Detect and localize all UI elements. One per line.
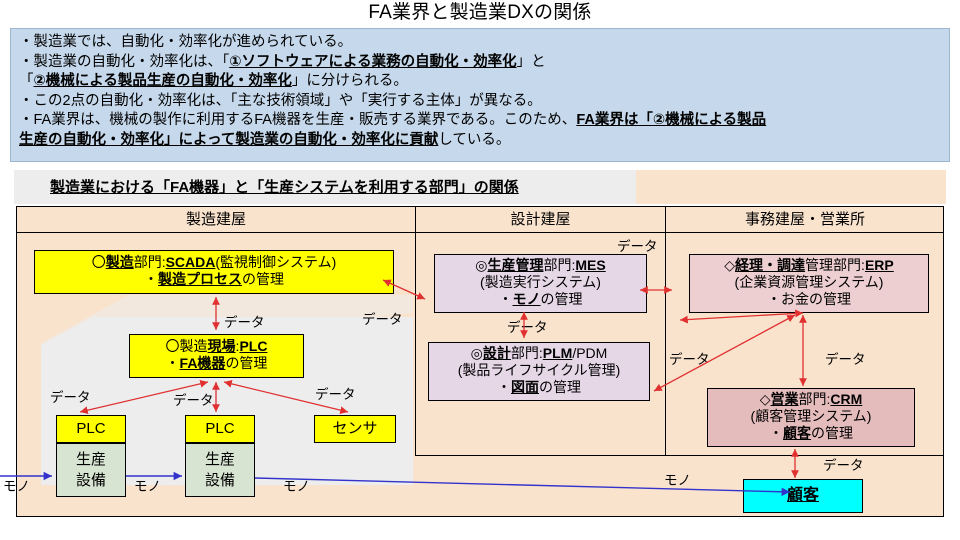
edge-label-data: データ [315, 387, 356, 402]
box-equipment-1-line2: 設備 [75, 472, 106, 489]
box-equipment-1[interactable]: 生産 設備 [56, 443, 126, 497]
box-scada[interactable]: 〇製造部門:SCADA(監視制御システム) ・製造プロセスの管理 [34, 250, 394, 294]
intro-line: 「②機械による製品生産の自動化・効率化」に分けられる。 [19, 73, 408, 89]
box-plm[interactable]: ◎設計部門:PLM/PDM (製品ライフサイクル管理) ・図面の管理 [428, 342, 650, 401]
edge-label-mono: モノ [134, 479, 161, 494]
intro-panel: ・製造業では、自動化・効率化が進められている。 ・製造業の自動化・効率化は、「①… [10, 28, 950, 162]
box-plc-site-line: 〇製造現場:PLC [165, 338, 268, 354]
box-crm-line: (顧客管理システム) [750, 408, 872, 424]
box-mes-line: (製造実行システム) [480, 274, 601, 290]
box-plm-line: (製品ライフサイクル管理) [457, 362, 621, 378]
box-scada-line: 〇製造部門:SCADA(監視制御システム) [91, 254, 337, 270]
edge-label-mono: モノ [664, 473, 691, 488]
intro-line: 生産の自動化・効率化」によって製造業の自動化・効率化に貢献している。 [19, 131, 511, 148]
edge-label-data: データ [50, 390, 91, 405]
box-plm-line: ・図面の管理 [497, 379, 581, 395]
box-equipment-2-line1: 生産 [204, 451, 235, 468]
column-header-office: 事務建屋・営業所 [744, 211, 865, 228]
edge-label-mono: モノ [3, 479, 30, 494]
box-erp-line: (企業資源管理システム) [734, 274, 884, 290]
box-plc-site-line: ・FA機器の管理 [165, 355, 268, 371]
box-mes[interactable]: ◎生産管理部門:MES (製造実行システム) ・モノの管理 [434, 254, 647, 313]
box-plc-site[interactable]: 〇製造現場:PLC ・FA機器の管理 [129, 334, 304, 378]
intro-line: ・FA業界は、機械の製作に利用するFA機器を生産・販売する業界である。このため、… [19, 112, 767, 128]
diagram-frame: 製造建屋 設計建屋 事務建屋・営業所 〇製造部門:SCADA(監視制御システム)… [3, 206, 944, 517]
box-crm-line: ◇営業部門:CRM [759, 391, 863, 407]
box-scada-line: ・製造プロセスの管理 [144, 271, 284, 287]
box-plm-line: ◎設計部門:PLM/PDM [470, 345, 608, 361]
row-divider-bottom [415, 455, 944, 456]
edge-label-data: データ [823, 458, 864, 473]
box-equipment-2-line2: 設備 [204, 472, 235, 489]
edge-label-data: データ [362, 312, 403, 327]
edge-label-data: データ [224, 315, 265, 330]
intro-line: ・製造業の自動化・効率化は、「①ソフトウェアによる業務の自動化・効率化」と [19, 53, 546, 70]
subtitle-highlight [14, 170, 636, 204]
edge-label-mono: モノ [283, 479, 310, 494]
box-crm-line: ・顧客の管理 [769, 425, 853, 441]
box-equipment-1-line1: 生産 [75, 451, 106, 468]
box-equipment-2[interactable]: 生産 設備 [185, 443, 255, 497]
box-erp[interactable]: ◇経理・調達管理部門:ERP (企業資源管理システム) ・お金の管理 [689, 254, 929, 313]
box-customer[interactable]: 顧客 [743, 479, 863, 513]
edge-label-data: データ [825, 352, 866, 367]
edge-label-data: データ [669, 352, 710, 367]
intro-line: ・製造業では、自動化・効率化が進められている。 [19, 34, 353, 50]
subtitle-text: 製造業における「FA機器」と「生産システムを利用する部門」の関係 [50, 179, 519, 196]
intro-line: ・この2点の自動化・効率化は、「主な技術領域」や「実行する主体」が異なる。 [19, 92, 542, 109]
box-plc-2[interactable]: PLC [185, 415, 255, 443]
box-mes-line: ◎生産管理部門:MES [475, 257, 606, 273]
page-title: FA業界と製造業DXの関係 [368, 2, 592, 23]
column-divider-2 [665, 207, 666, 456]
box-erp-line: ・お金の管理 [767, 291, 851, 307]
column-header-manufacturing: 製造建屋 [185, 211, 246, 228]
column-header-row [17, 207, 943, 233]
edge-label-data: データ [507, 320, 548, 335]
box-sensor[interactable]: センサ [314, 415, 396, 443]
box-crm[interactable]: ◇営業部門:CRM (顧客管理システム) ・顧客の管理 [707, 388, 915, 447]
edge-label-data: データ [617, 239, 658, 254]
column-divider-1 [415, 207, 416, 456]
box-mes-line: ・モノの管理 [498, 291, 583, 307]
column-header-design: 設計建屋 [510, 211, 571, 228]
box-erp-line: ◇経理・調達管理部門:ERP [724, 257, 894, 273]
box-plc-1[interactable]: PLC [56, 415, 126, 443]
edge-label-data: データ [173, 393, 214, 408]
